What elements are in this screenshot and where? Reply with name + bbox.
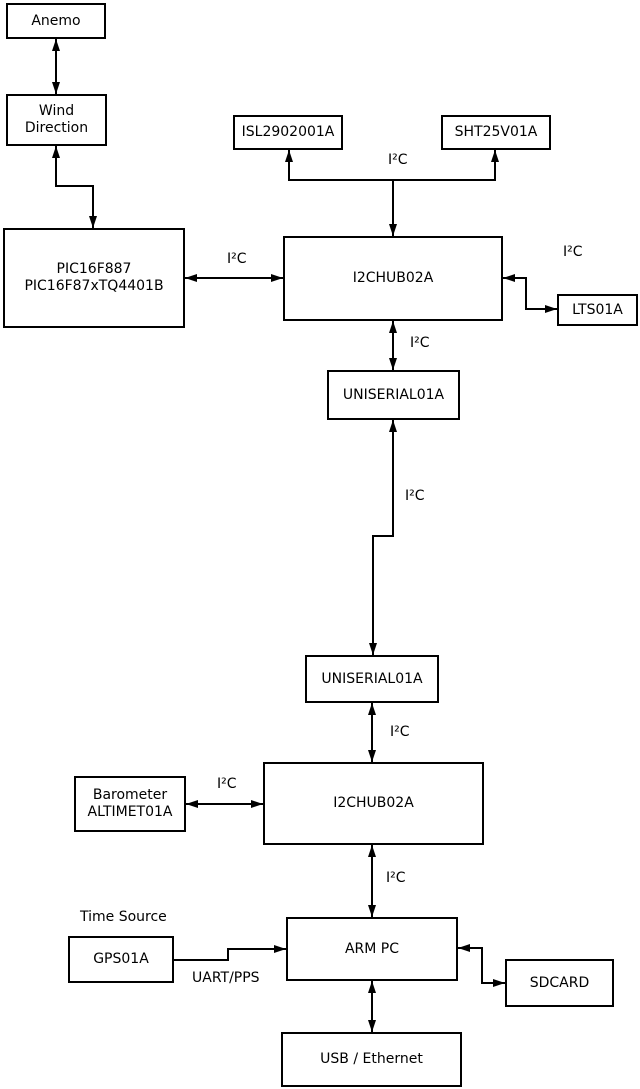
connector-winddirection-pic [52,146,97,228]
node-label: ISL2902001A [241,124,335,140]
edge-label-i2c-pic-hub1: I²C [227,251,247,267]
node-label: I2CHUB02A [352,270,434,286]
edge-label-i2c-hub1-sensors: I²C [388,152,408,168]
edge-label-i2c-hub1-uniserial1: I²C [410,335,430,351]
node-uniserial01a-1: UNISERIAL01A [327,370,460,420]
node-label: Anemo [31,12,81,29]
node-label: PIC16F887 [56,261,132,277]
node-i2chub02a-2: I2CHUB02A [263,762,484,845]
node-i2chub02a-1: I2CHUB02A [283,236,503,321]
edge-label-uart-pps: UART/PPS [192,970,260,986]
connector-armpc-sdcard [458,944,505,987]
node-sht25v01a: SHT25V01A [441,115,551,150]
node-label: SHT25V01A [454,124,538,140]
edge-label-i2c-barometer-hub2: I²C [217,776,237,792]
node-label: Barometer [92,787,168,803]
node-label: Direction [24,120,89,136]
node-label: ARM PC [344,940,400,957]
node-isl2902001a: ISL2902001A [233,115,343,150]
node-label: UNISERIAL01A [321,670,423,687]
node-label: ALTIMET01A [87,804,173,820]
node-anemo: Anemo [6,3,106,39]
connector-hub1-isl [285,150,397,236]
node-pic16f887: PIC16F887 PIC16F87xTQ4401B [3,228,185,328]
connector-hub1-sht [393,150,499,181]
node-barometer-altimet01a: Barometer ALTIMET01A [74,776,186,832]
node-label: PIC16F87xTQ4401B [24,278,164,294]
node-label: SDCARD [529,974,590,991]
node-label: I2CHUB02A [333,795,414,811]
edge-label-i2c-hub1-lts: I²C [563,244,583,260]
node-label: Wind [38,103,75,119]
node-label: LTS01A [572,301,623,318]
node-gps01a: GPS01A [68,936,174,983]
connector-gps-armpc [174,945,286,961]
node-usb-ethernet: USB / Ethernet [281,1032,462,1087]
node-label: GPS01A [93,951,149,967]
node-arm-pc: ARM PC [286,917,458,981]
node-label: USB / Ethernet [320,1051,423,1067]
node-label: UNISERIAL01A [342,386,445,403]
node-wind-direction: Wind Direction [6,94,107,146]
edge-label-i2c-hub2-armpc: I²C [386,870,406,886]
node-uniserial01a-2: UNISERIAL01A [305,655,439,703]
node-sdcard: SDCARD [505,959,614,1007]
annotation-time-source: Time Source [80,909,167,925]
edge-label-i2c-uniserial1-uniserial2: I²C [405,488,425,504]
connector-uniserial1-uniserial2 [369,420,397,655]
connector-hub1-lts [503,274,557,313]
node-lts01a: LTS01A [557,294,638,326]
edge-label-i2c-uniserial2-hub2: I²C [390,724,410,740]
